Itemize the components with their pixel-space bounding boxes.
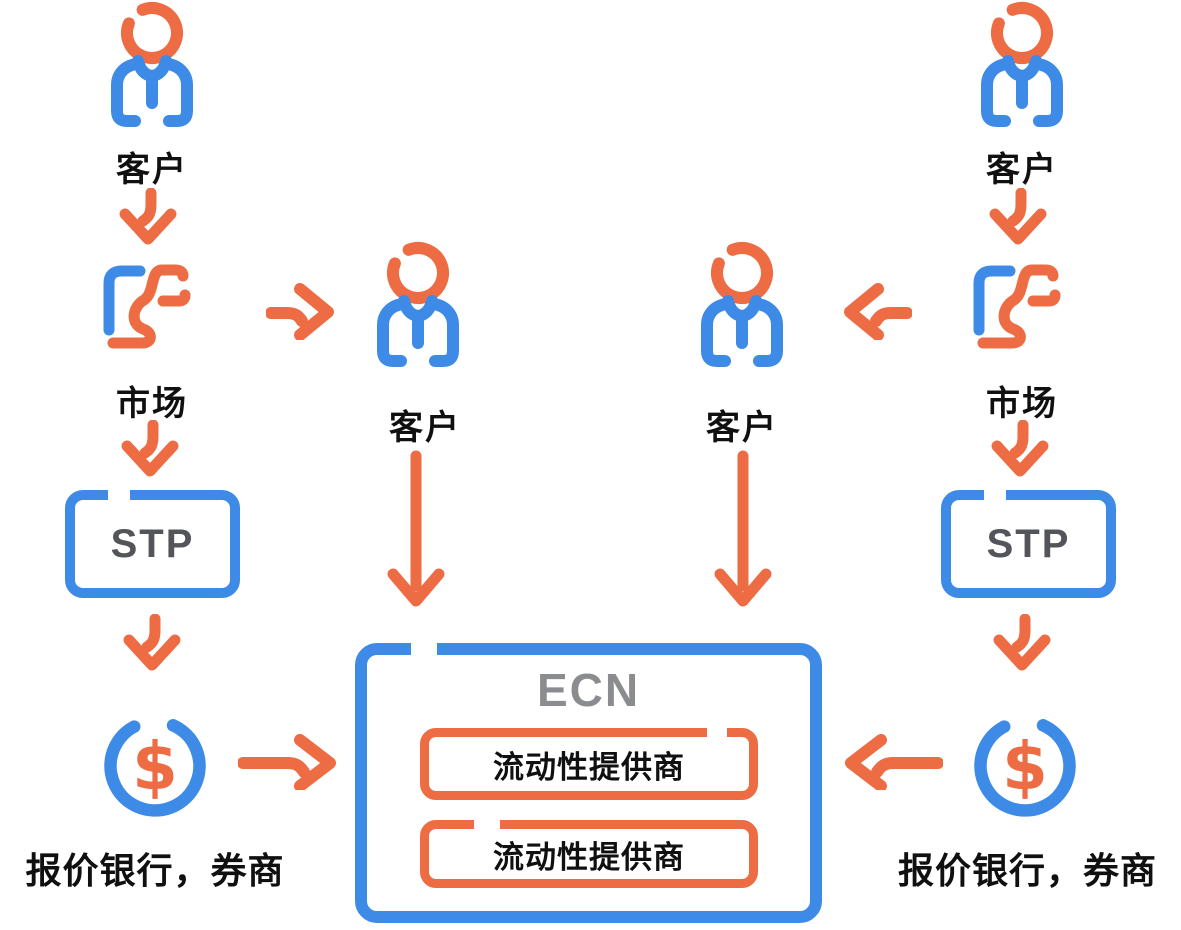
liquidity-provider-box: 流动性提供商 <box>420 728 758 800</box>
customer-label: 客户 <box>986 151 1058 189</box>
arrow-down-icon <box>990 420 1050 482</box>
person-icon <box>358 240 478 375</box>
market-label: 市场 <box>986 385 1058 423</box>
border-gap <box>411 643 437 655</box>
svg-text:$: $ <box>1002 728 1048 805</box>
arrow-right-icon <box>238 732 338 790</box>
arrow-down-icon <box>118 188 178 250</box>
bank-label: 报价银行，券商 <box>897 850 1157 891</box>
liquidity-provider-label: 流动性提供商 <box>493 839 685 875</box>
arrow-down-icon <box>385 450 445 610</box>
arrow-down-icon <box>712 450 772 610</box>
stp-label: STP <box>110 521 195 566</box>
stp-label: STP <box>986 521 1071 566</box>
market-label: 市场 <box>116 385 188 423</box>
arrow-right-icon <box>266 280 338 340</box>
stp-box: STP <box>65 490 240 598</box>
dollar-circle-icon: $ <box>97 706 213 822</box>
border-gap <box>108 490 130 500</box>
person-icon <box>682 240 802 375</box>
arrow-left-icon <box>843 732 943 790</box>
ecn-box: ECN 流动性提供商 流动性提供商 <box>355 643 822 923</box>
person-icon <box>92 0 212 135</box>
arrow-down-icon <box>992 614 1052 676</box>
liquidity-provider-box: 流动性提供商 <box>420 820 758 888</box>
market-chart-icon <box>970 262 1070 358</box>
liquidity-provider-label: 流动性提供商 <box>493 749 685 785</box>
market-chart-icon <box>100 262 200 358</box>
customer-label: 客户 <box>116 151 188 189</box>
bank-label: 报价银行，券商 <box>25 850 285 891</box>
customer-label: 客户 <box>389 409 461 447</box>
arrow-left-icon <box>840 280 912 340</box>
dollar-circle-icon: $ <box>967 706 1083 822</box>
customer-label: 客户 <box>706 409 778 447</box>
ecn-title: ECN <box>536 664 641 716</box>
stp-box: STP <box>941 490 1116 598</box>
svg-text:$: $ <box>132 728 178 805</box>
arrow-down-icon <box>120 420 180 482</box>
arrow-down-icon <box>122 614 182 676</box>
border-gap <box>707 728 727 737</box>
arrow-down-icon <box>988 188 1048 250</box>
border-gap <box>984 490 1006 500</box>
person-icon <box>962 0 1082 135</box>
border-gap <box>474 820 500 829</box>
